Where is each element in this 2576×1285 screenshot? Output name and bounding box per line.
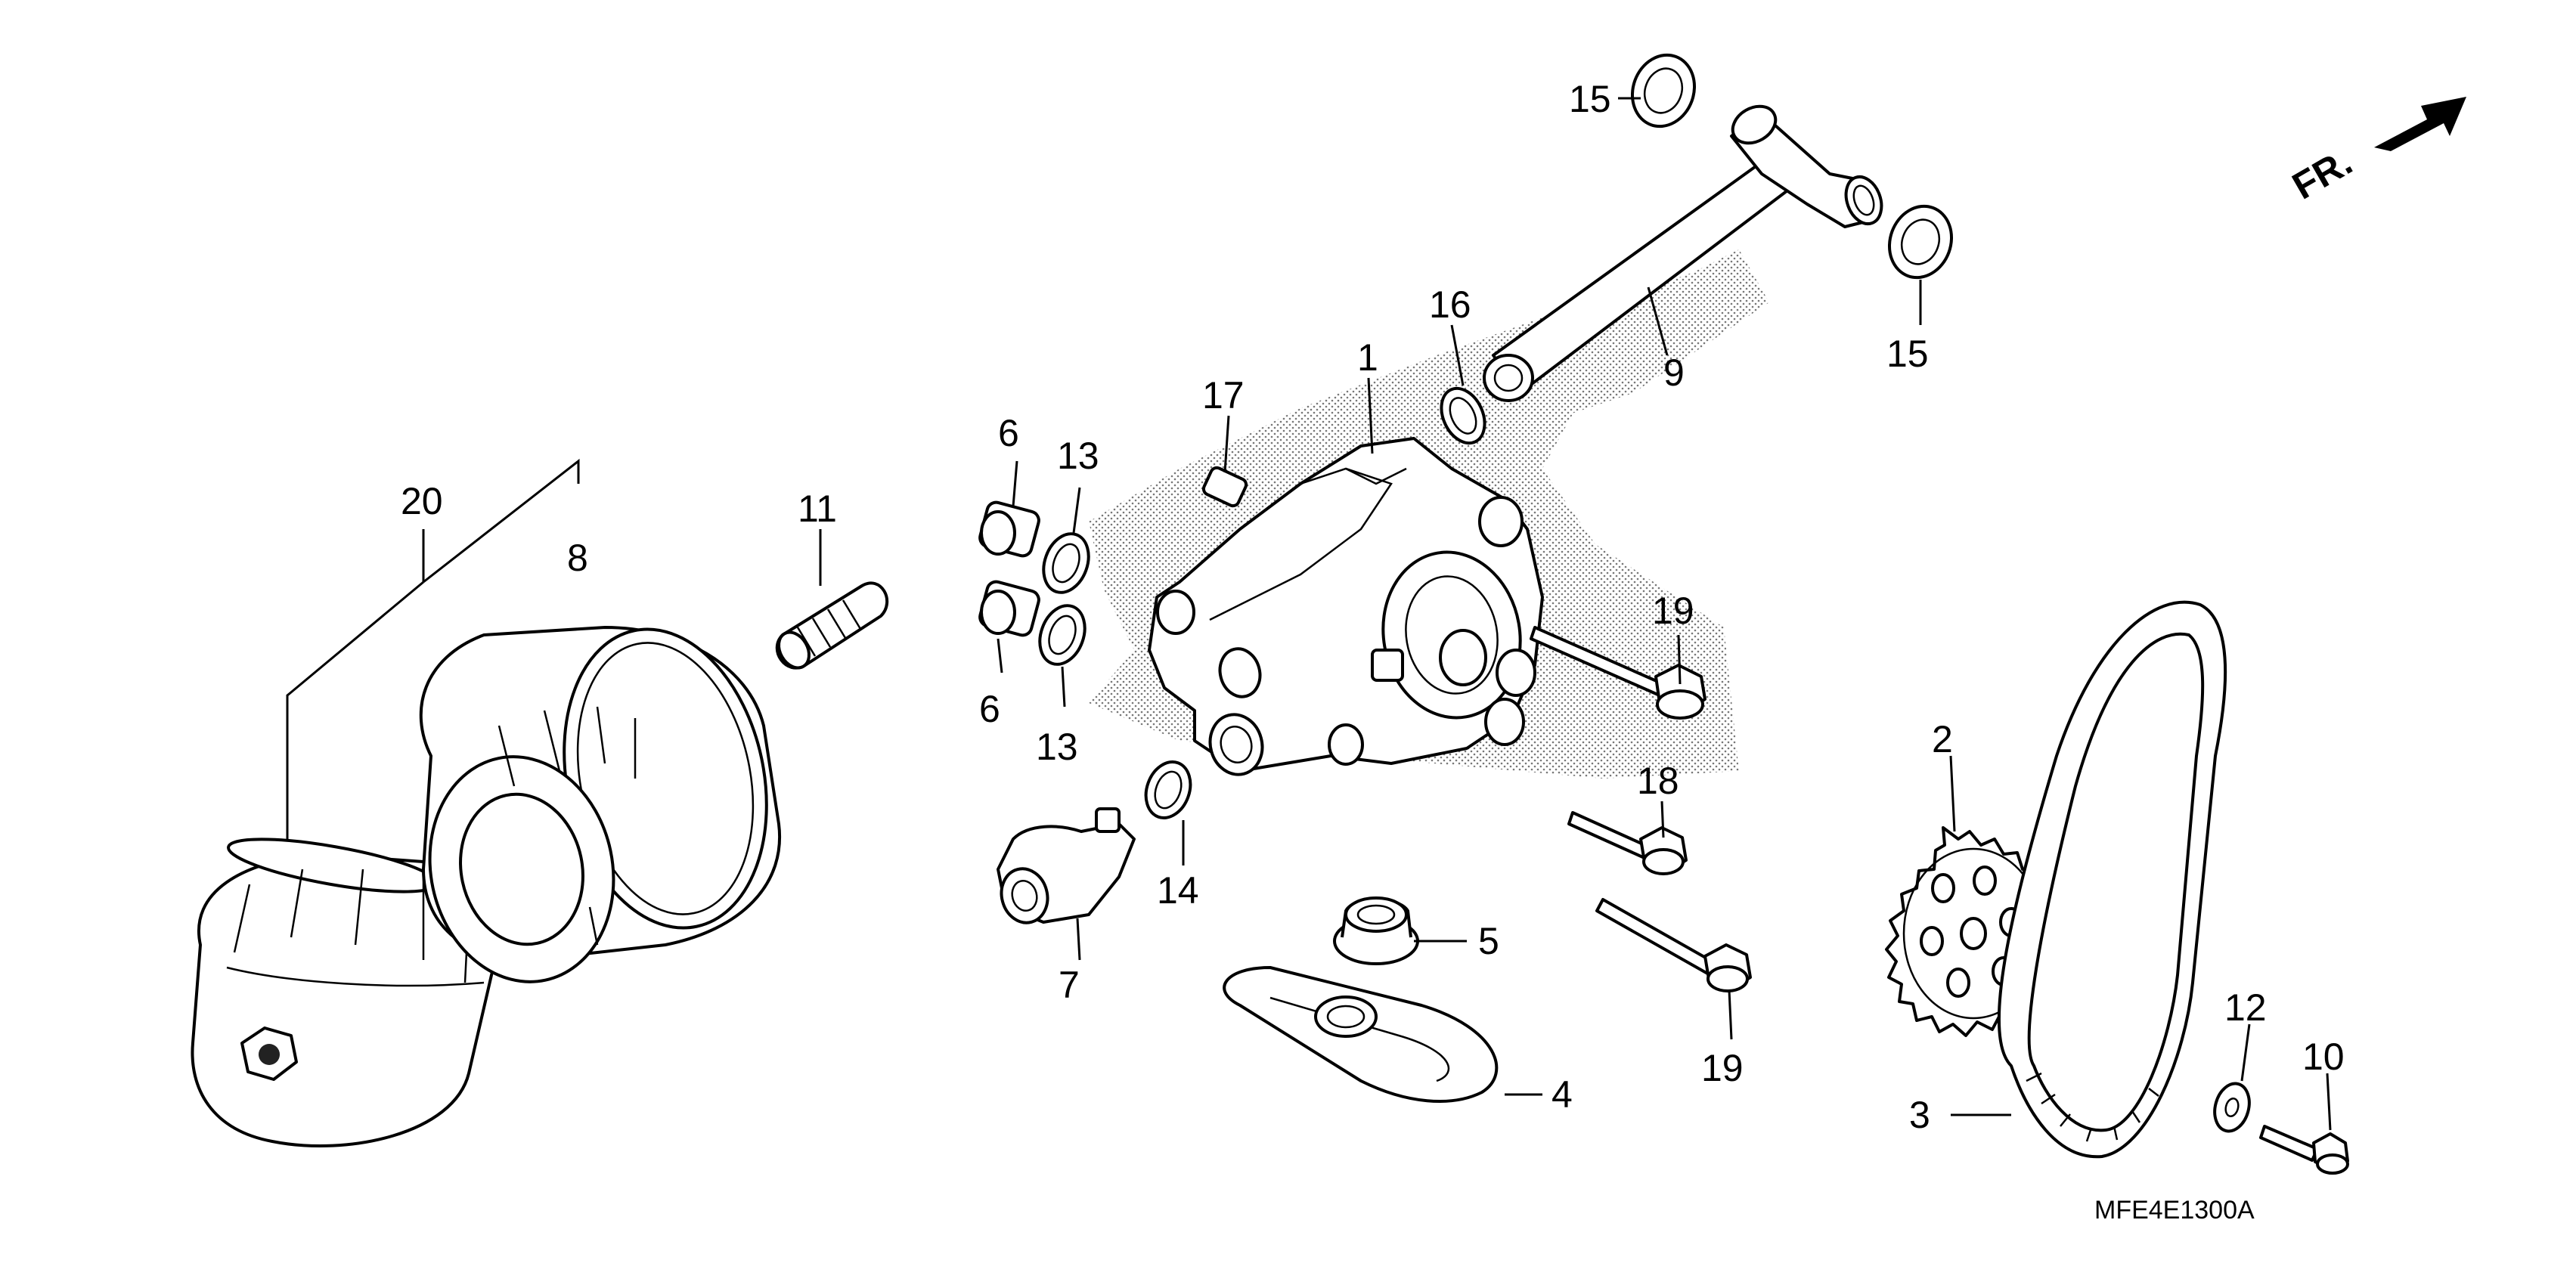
callout-labels: 1 2 3 4 5 6 6 7 8 9 10 11 12 13 13 14 15… xyxy=(401,78,2345,1136)
part-o-ring-14 xyxy=(1144,760,1192,819)
part-oil-filter-cap xyxy=(191,838,498,1147)
callout-3: 3 xyxy=(1909,1094,1930,1136)
part-oil-pipe xyxy=(1483,104,1883,402)
callout-19-upper: 19 xyxy=(1652,590,1694,632)
part-o-ring-16 xyxy=(1440,386,1486,445)
part-oil-strainer xyxy=(1223,966,1499,1103)
part-oil-pump-assembly xyxy=(1148,437,1544,776)
callout-19-lower: 19 xyxy=(1701,1047,1744,1089)
callout-6-lower: 6 xyxy=(979,688,1000,730)
part-o-ring-lower xyxy=(1038,604,1087,666)
callout-14: 14 xyxy=(1157,869,1199,912)
callout-17: 17 xyxy=(1202,374,1245,416)
part-small-dowel xyxy=(1201,466,1248,508)
part-stud xyxy=(775,581,889,670)
part-pipe-seal-lower xyxy=(1887,204,1954,280)
part-bolt-19-lower xyxy=(1595,898,1752,992)
callout-13-upper: 13 xyxy=(1057,435,1099,477)
callout-15-lower: 15 xyxy=(1886,333,1929,375)
part-washer xyxy=(2213,1082,2251,1133)
part-o-ring-upper xyxy=(1042,532,1090,594)
part-bolt-19-upper xyxy=(1530,626,1706,720)
callout-9: 9 xyxy=(1663,351,1685,394)
callout-10: 10 xyxy=(2302,1036,2345,1078)
callout-4: 4 xyxy=(1551,1073,1573,1116)
callout-8: 8 xyxy=(567,537,588,579)
pipe-shadow xyxy=(1421,249,1769,454)
part-pipe-seal-upper xyxy=(1630,53,1697,128)
front-arrow-icon xyxy=(2374,97,2466,151)
part-dowel-lower xyxy=(978,580,1040,637)
callout-12: 12 xyxy=(2224,986,2267,1029)
callout-13-lower: 13 xyxy=(1036,726,1078,768)
part-sprocket-bolt xyxy=(2259,1125,2349,1175)
part-drive-chain xyxy=(1997,600,2227,1159)
callout-1: 1 xyxy=(1357,336,1378,379)
leader-lines xyxy=(819,97,2332,1131)
part-oil-filter xyxy=(419,626,782,983)
callout-18: 18 xyxy=(1637,760,1679,802)
part-dowel-upper xyxy=(978,500,1040,558)
callout-15-upper: 15 xyxy=(1569,78,1611,120)
front-label: FR. xyxy=(2286,141,2360,208)
callout-6-upper: 6 xyxy=(998,412,1019,454)
callout-11: 11 xyxy=(798,488,837,530)
part-grommet xyxy=(1333,896,1419,965)
part-bolt-18 xyxy=(1567,811,1688,875)
figure-code: MFE4E1300A xyxy=(2094,1196,2255,1225)
callout-2: 2 xyxy=(1932,718,1953,760)
callout-20: 20 xyxy=(401,480,443,522)
callout-20-bracket xyxy=(286,458,580,869)
callout-16: 16 xyxy=(1429,283,1471,326)
part-joint-collar xyxy=(997,807,1136,924)
callout-5: 5 xyxy=(1478,920,1499,962)
front-direction-indicator: FR. xyxy=(2286,97,2466,208)
callout-7: 7 xyxy=(1059,964,1080,1006)
